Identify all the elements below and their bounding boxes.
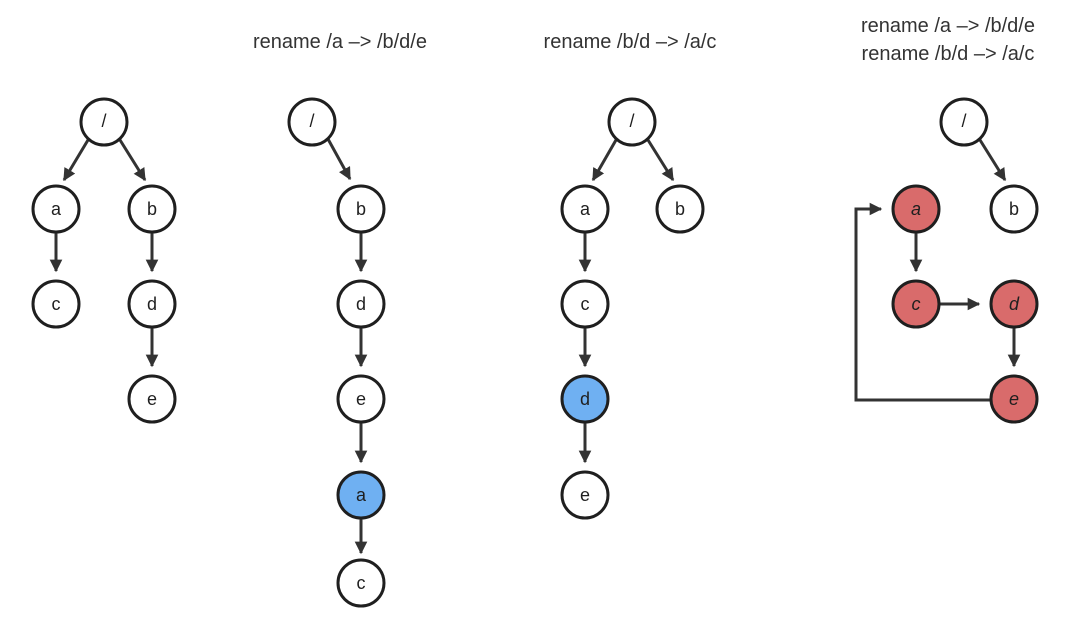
edge-root-b: [326, 138, 352, 181]
node-d: d: [127, 279, 177, 329]
node-label: c: [581, 294, 590, 314]
node-c: c: [31, 279, 81, 329]
node-label: e: [356, 389, 366, 409]
node-label: b: [1009, 199, 1019, 219]
node-label: b: [356, 199, 366, 219]
node-d-highlighted: d: [560, 374, 610, 424]
node-label: a: [51, 199, 62, 219]
node-c: c: [336, 558, 386, 608]
node-label: /: [309, 111, 314, 131]
node-d-cycle: d: [989, 279, 1039, 329]
node-label: e: [580, 485, 590, 505]
node-label: d: [580, 389, 590, 409]
panel-original-tree: / a b c d e: [31, 97, 177, 424]
node-label: e: [1009, 389, 1019, 409]
panel-rename-a: / b d e a c: [287, 97, 386, 608]
node-label: d: [1009, 294, 1020, 314]
node-e-cycle: e: [989, 374, 1039, 424]
node-b: b: [127, 184, 177, 234]
node-a: a: [560, 184, 610, 234]
node-label: /: [629, 111, 634, 131]
node-a: a: [31, 184, 81, 234]
edge-root-b: [118, 139, 147, 182]
node-e: e: [560, 470, 610, 520]
node-c: c: [560, 279, 610, 329]
node-label: c: [52, 294, 61, 314]
node-label: a: [580, 199, 591, 219]
node-label: b: [675, 199, 685, 219]
node-c-cycle: c: [891, 279, 941, 329]
caption-panel4-line1: rename /a –> /b/d/e: [861, 15, 1035, 37]
node-label: /: [101, 111, 106, 131]
node-e: e: [336, 374, 386, 424]
node-label: c: [357, 573, 366, 593]
node-label: e: [147, 389, 157, 409]
edge-root-b: [978, 139, 1007, 182]
node-label: b: [147, 199, 157, 219]
node-b: b: [336, 184, 386, 234]
edge-root-a: [62, 139, 90, 182]
node-a-cycle: a: [891, 184, 941, 234]
caption-panel3: rename /b/d –> /a/c: [544, 31, 717, 53]
panel-rename-bd: / a b c d e: [560, 97, 705, 520]
node-b: b: [989, 184, 1039, 234]
edge-root-a: [591, 139, 618, 182]
node-root: /: [607, 97, 657, 147]
node-label: a: [911, 199, 921, 219]
node-root: /: [939, 97, 989, 147]
node-a-highlighted: a: [336, 470, 386, 520]
node-label: d: [356, 294, 366, 314]
node-label: a: [356, 485, 367, 505]
caption-panel2: rename /a –> /b/d/e: [253, 31, 427, 53]
node-label: d: [147, 294, 157, 314]
edge-root-b: [646, 139, 675, 182]
node-label: c: [912, 294, 921, 314]
panel-both-renames-cycle: / b a c d e: [854, 97, 1039, 424]
node-b: b: [655, 184, 705, 234]
caption-panel4-line2: rename /b/d –> /a/c: [862, 43, 1035, 65]
node-root: /: [287, 97, 337, 147]
node-label: /: [961, 111, 966, 131]
node-d: d: [336, 279, 386, 329]
node-root: /: [79, 97, 129, 147]
node-e: e: [127, 374, 177, 424]
edge-e-a-cycle: [854, 202, 990, 402]
